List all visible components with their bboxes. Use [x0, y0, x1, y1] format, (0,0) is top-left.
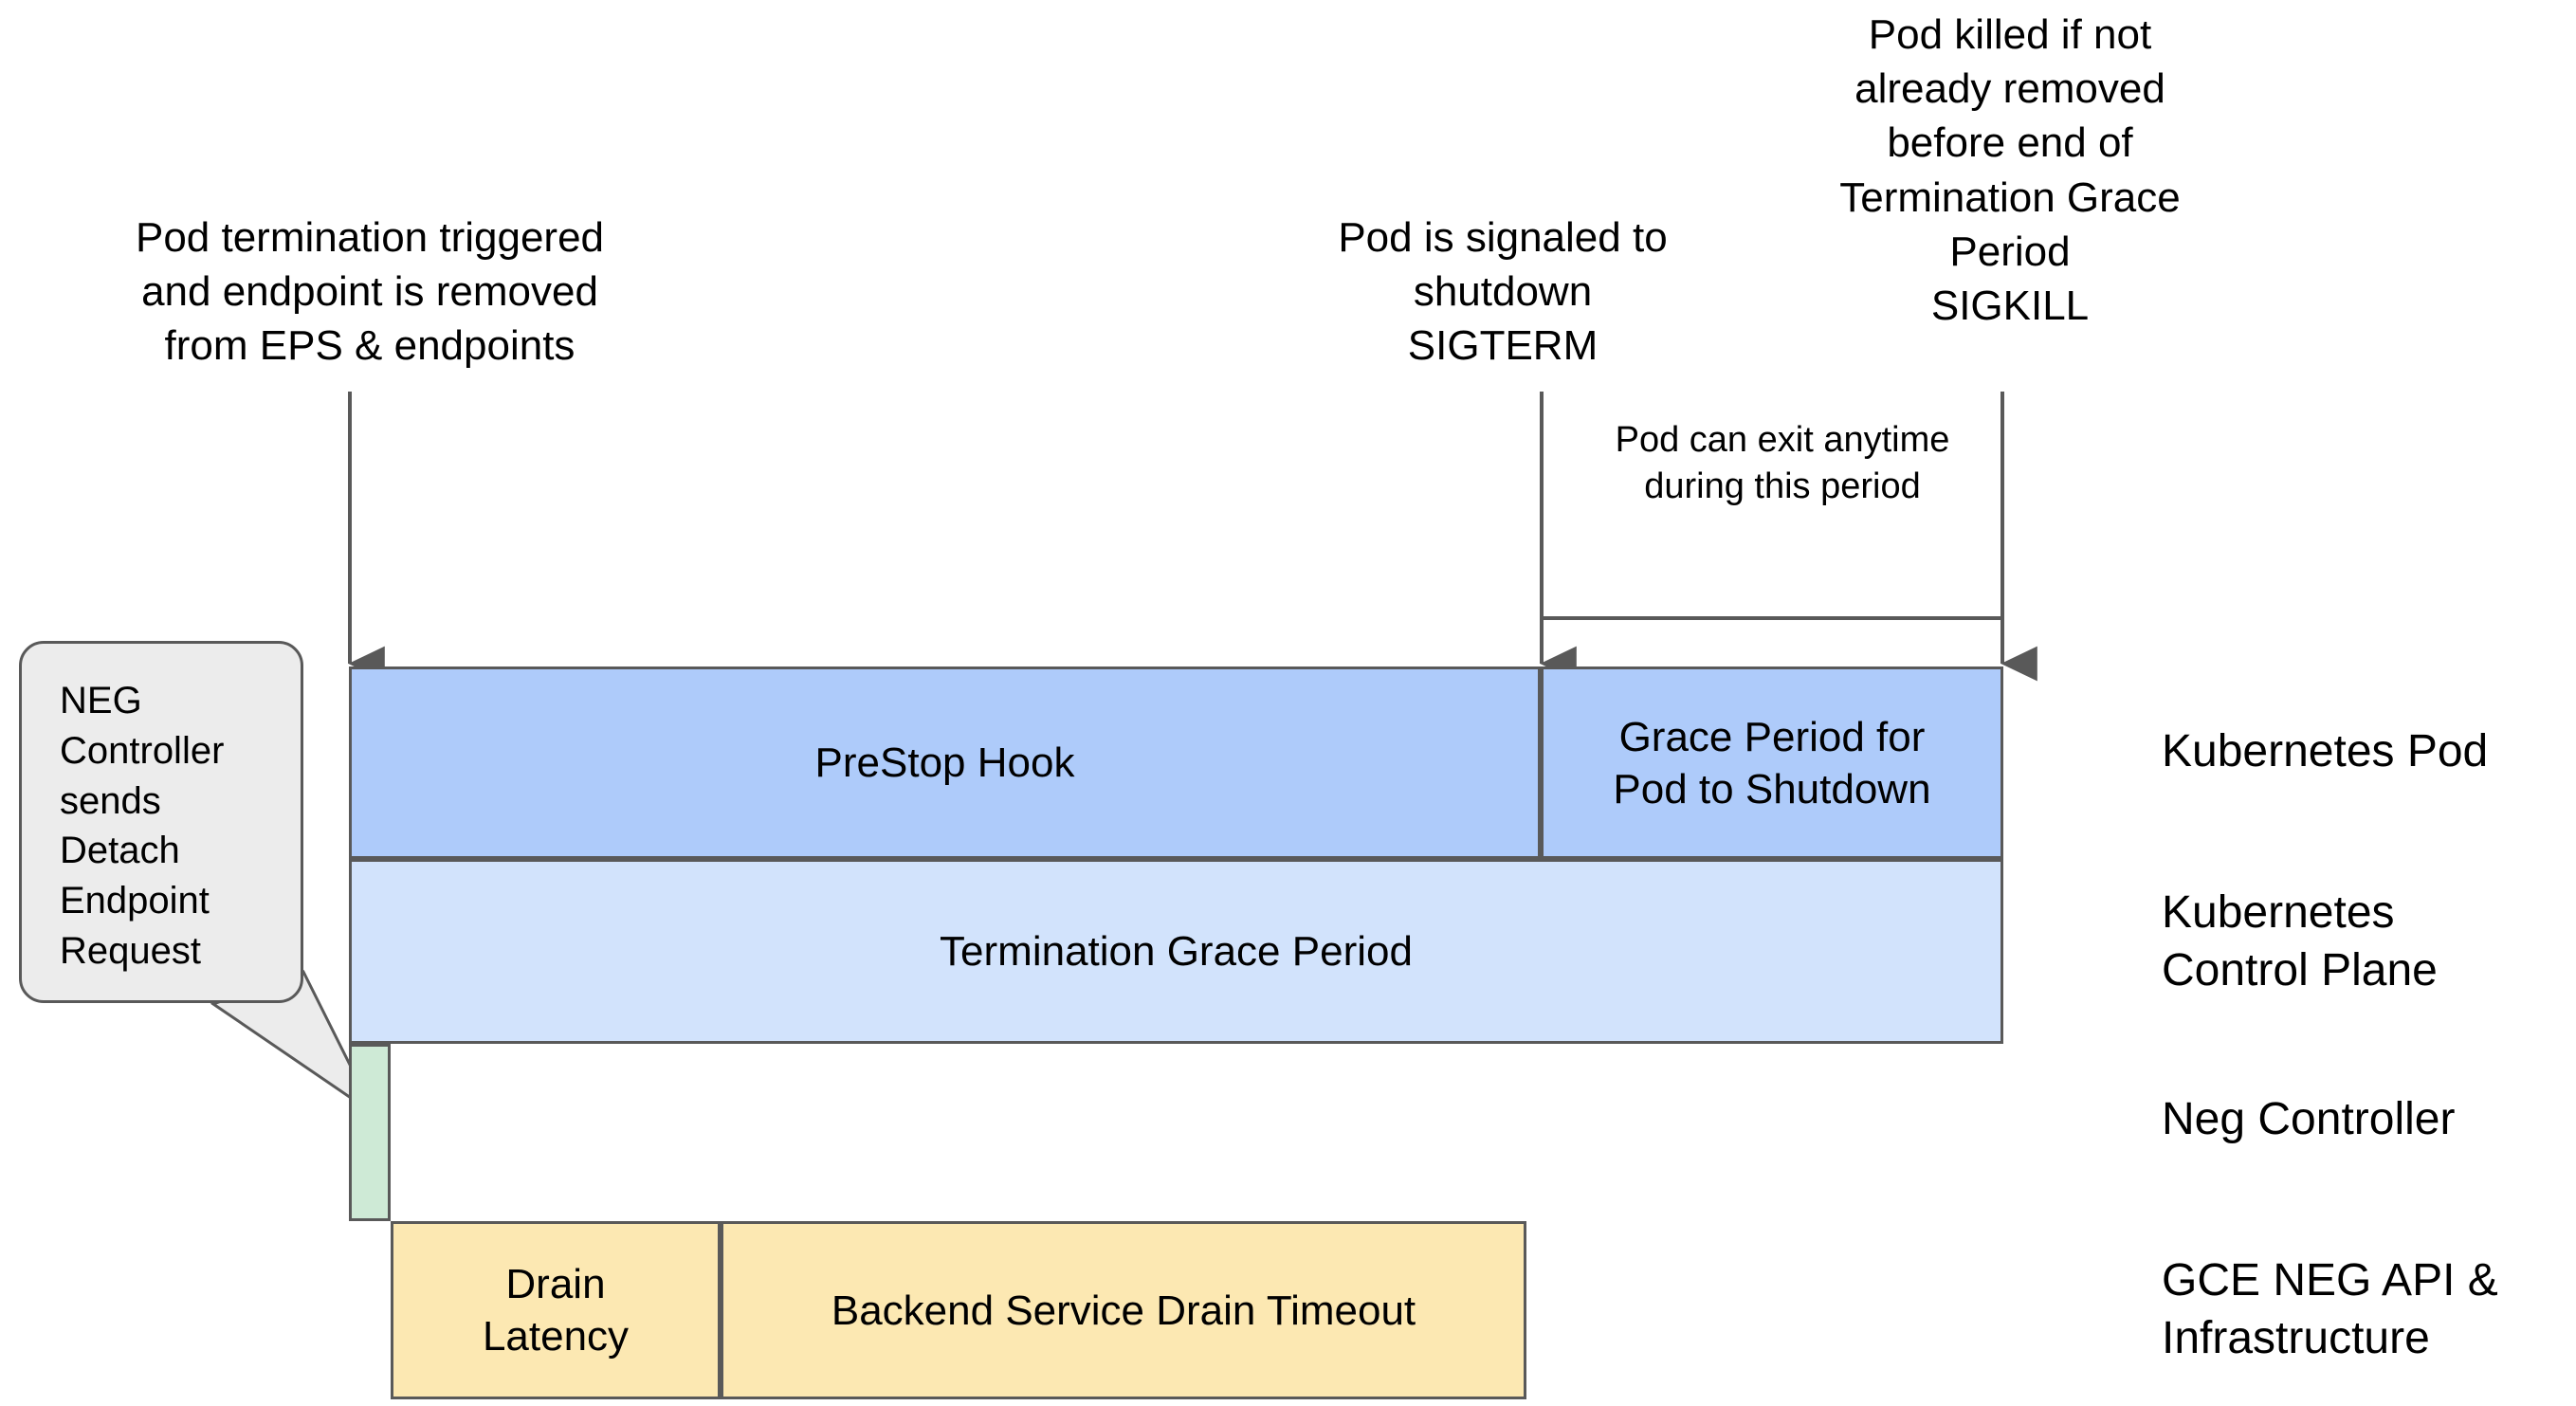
bar-termination-grace-period[interactable]: Termination Grace Period — [349, 859, 2003, 1044]
annotation-pod-killed-sigkill: Pod killed if not already removed before… — [1839, 11, 2181, 329]
lane-label-kubernetes-pod: Kubernetes Pod — [2162, 726, 2489, 776]
lane-label-kubernetes-control-plane: Kubernetes Control Plane — [2162, 887, 2438, 996]
bar-neg-controller-activity[interactable] — [349, 1044, 391, 1221]
annotation-pod-signaled-shutdown: Pod is signaled to shutdown SIGTERM — [1338, 214, 1668, 370]
bar-drain-latency[interactable]: Drain Latency — [391, 1221, 721, 1399]
annotation-pod-can-exit-anytime: Pod can exit anytime during this period — [1615, 420, 1950, 507]
bar-prestop-hook[interactable]: PreStop Hook — [349, 666, 1541, 859]
lane-label-neg-controller: Neg Controller — [2162, 1094, 2456, 1144]
annotation-pod-termination-triggered: Pod termination triggered and endpoint i… — [135, 214, 605, 370]
bar-backend-service-drain-timeout[interactable]: Backend Service Drain Timeout — [721, 1221, 1526, 1399]
callout-neg-controller-detach: NEG Controller sends Detach Endpoint Req… — [19, 641, 303, 1003]
lane-label-gce-neg-api-infrastructure: GCE NEG API & Infrastructure — [2162, 1255, 2498, 1364]
bar-grace-period-for-pod-to-shutdown[interactable]: Grace Period for Pod to Shutdown — [1541, 666, 2003, 859]
